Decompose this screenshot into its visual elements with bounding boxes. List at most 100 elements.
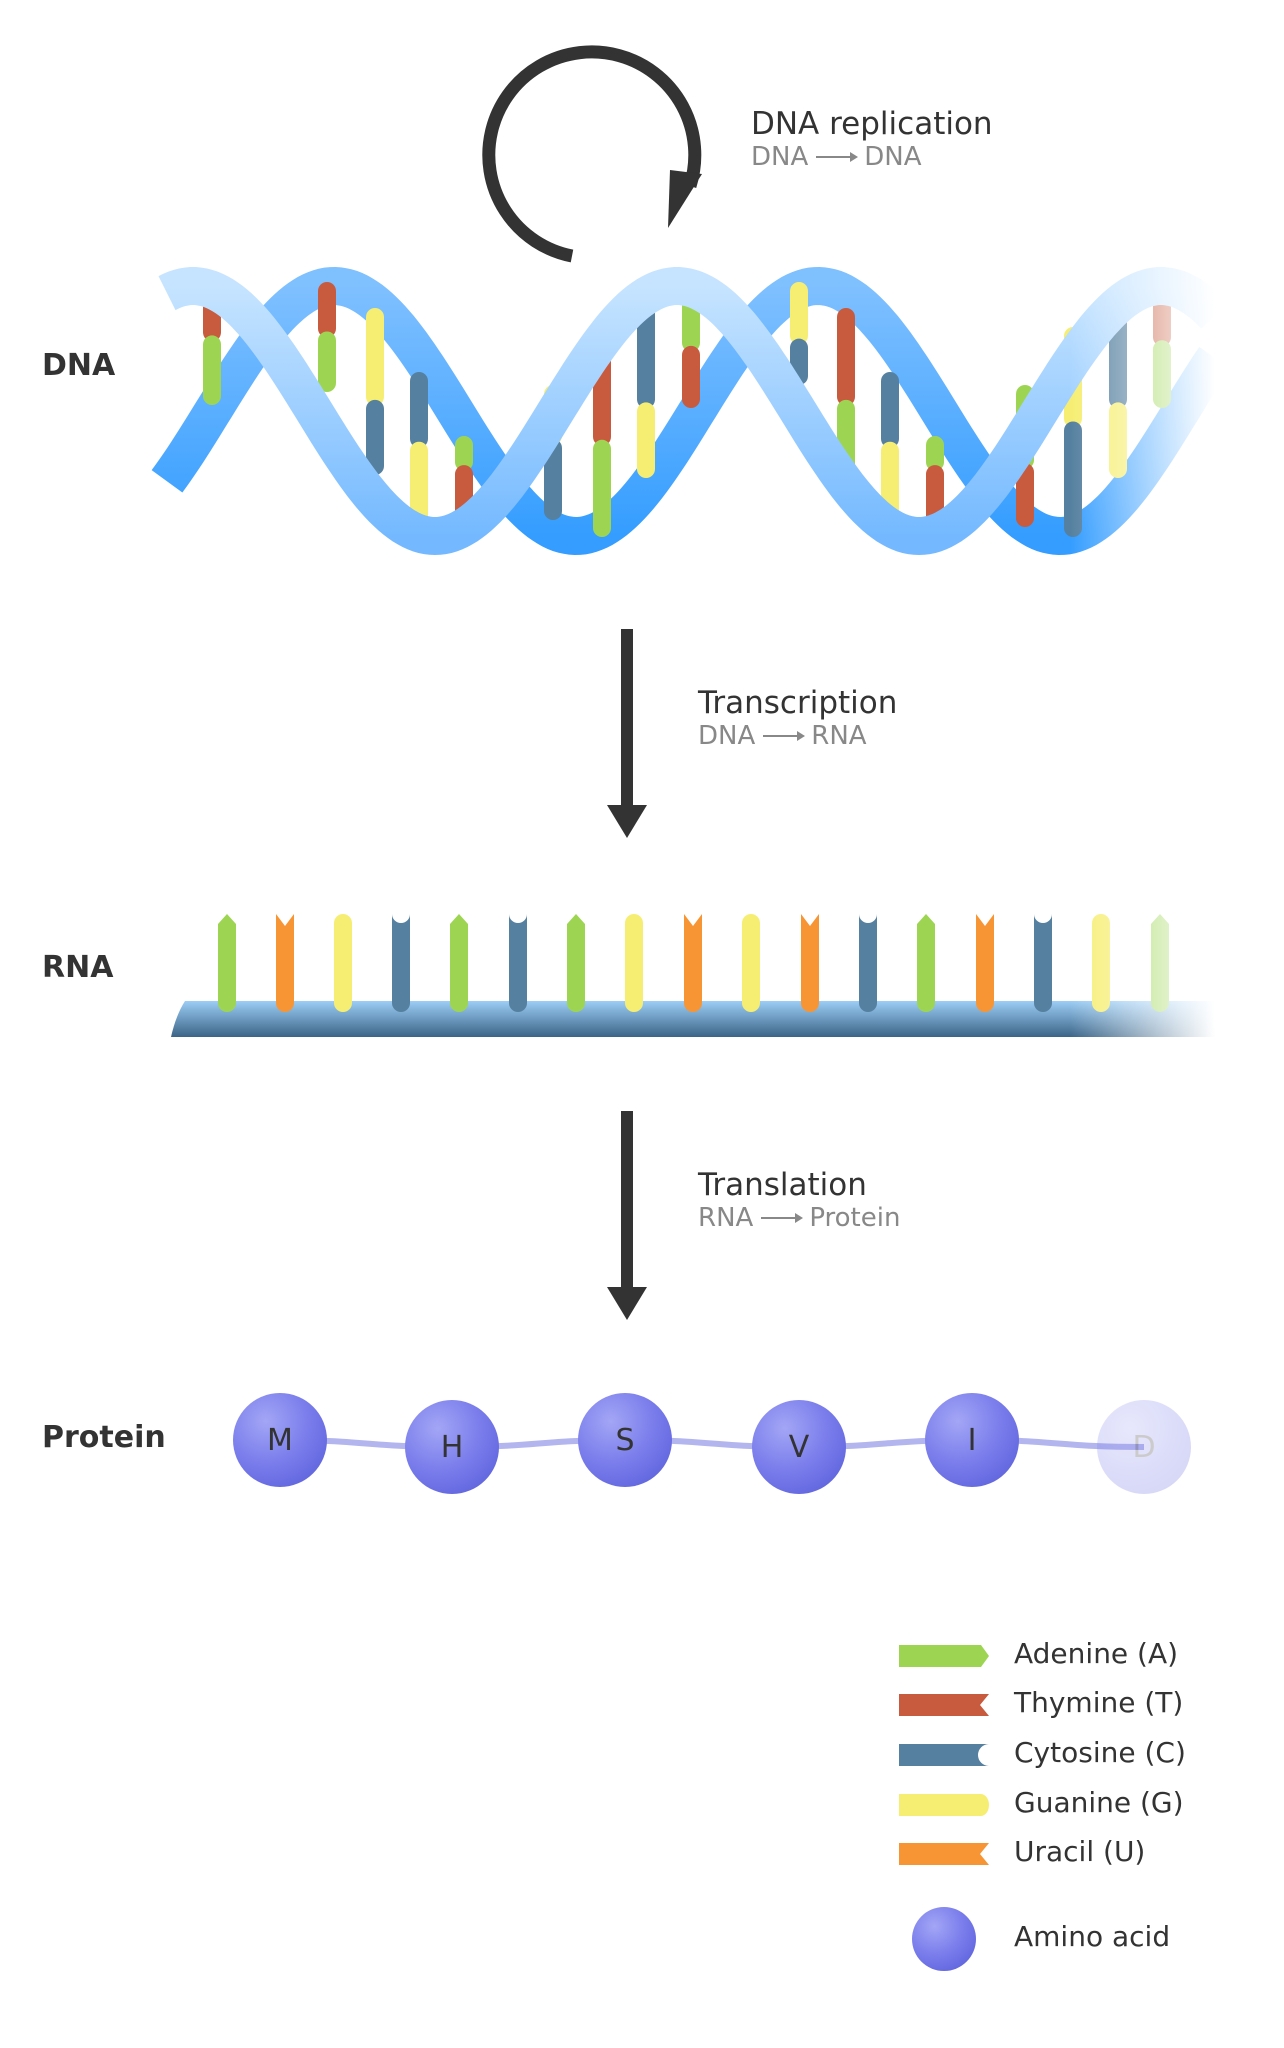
rna-base-uracil [801, 914, 819, 1012]
dna-base-pair [410, 372, 428, 527]
legend-swatches [899, 1645, 989, 1971]
dna-base-guanine [1109, 402, 1127, 478]
transcription-from: DNA [698, 721, 756, 751]
dna-label: DNA [42, 348, 116, 383]
transcription-arrow-icon [607, 629, 647, 838]
translation-arrow-icon [607, 1111, 647, 1320]
amino-acid-M: M [233, 1393, 327, 1487]
translation-caption: Translation RNA Protein [698, 1167, 900, 1233]
rna-base-adenine [450, 914, 468, 1012]
replication-cycle-arrow-icon [482, 45, 702, 263]
amino-acid-sphere [405, 1400, 499, 1494]
dna-base-thymine [318, 282, 336, 338]
rna-base-adenine [567, 914, 585, 1012]
dna-base-pair [318, 282, 336, 392]
dna-base-adenine [455, 436, 473, 472]
translation-from: RNA [698, 1203, 754, 1233]
dna-base-thymine [1016, 463, 1034, 527]
replication-title: DNA replication [751, 106, 993, 142]
dna-backbone-strand-back [151, 266, 1231, 556]
rna-base-guanine [742, 914, 760, 1012]
rna-base-uracil [976, 914, 994, 1012]
rna-base-adenine [1151, 914, 1169, 1012]
dna-base-cytosine [1064, 421, 1082, 537]
amino-acid-H: H [405, 1400, 499, 1494]
dna-base-thymine [1153, 295, 1171, 347]
amino-acid-letter: D [1132, 1430, 1155, 1465]
dna-base-pair [366, 308, 384, 475]
transcription-caption: Transcription DNA RNA [698, 685, 897, 751]
rna-base-cytosine [1034, 914, 1052, 1012]
arrow-right-icon [763, 731, 806, 741]
replication-to: DNA [864, 142, 922, 172]
amino-acid-sphere [752, 1400, 846, 1494]
rna-base-cytosine [392, 914, 410, 1012]
legend-swatch-amino-acid [912, 1907, 976, 1971]
replication-from: DNA [751, 142, 809, 172]
dna-base-adenine [1153, 340, 1171, 408]
dna-base-adenine [926, 436, 944, 472]
amino-acid-sphere [925, 1393, 1019, 1487]
replication-caption: DNA replication DNA DNA [751, 106, 993, 172]
rna-base-uracil [276, 914, 294, 1012]
translation-title: Translation [698, 1167, 867, 1203]
dna-base-thymine [682, 345, 700, 408]
amino-acid-letter: M [267, 1423, 293, 1458]
legend-label-amino-acid: Amino acid [1014, 1920, 1171, 1953]
dna-base-adenine [203, 335, 221, 405]
amino-acid-letter: I [968, 1423, 977, 1458]
amino-acid-letter: S [615, 1423, 634, 1458]
transcription-to: RNA [811, 721, 867, 751]
rna-base-adenine [218, 914, 236, 1012]
rna-backbone [171, 1001, 1215, 1037]
rna-base-cytosine [859, 914, 877, 1012]
legend-label-cytosine: Cytosine (C) [1014, 1736, 1186, 1769]
dna-base-pair [1153, 295, 1171, 408]
arrow-right-icon [761, 1213, 804, 1223]
protein-label: Protein [42, 1420, 166, 1455]
dna-base-guanine [410, 441, 428, 527]
rna-base-guanine [625, 914, 643, 1012]
amino-acid-sphere [233, 1393, 327, 1487]
arrow-right-icon [816, 152, 859, 162]
amino-acid-sphere [1097, 1400, 1191, 1494]
dna-base-guanine [790, 282, 808, 345]
rna-label: RNA [42, 950, 114, 985]
legend-label-adenine: Adenine (A) [1014, 1637, 1179, 1670]
dna-base-thymine [837, 308, 855, 406]
dna-double-helix [151, 266, 1231, 556]
dna-base-adenine [318, 331, 336, 392]
amino-acid-D: D [1097, 1400, 1191, 1494]
amino-acid-sphere [578, 1393, 672, 1487]
amino-acid-I: I [925, 1393, 1019, 1487]
amino-acid-letter: H [441, 1430, 464, 1465]
rna-base-uracil [684, 914, 702, 1012]
dna-base-cytosine [544, 439, 562, 520]
dna-backbone-strand-front [158, 267, 1229, 556]
rna-base-guanine [334, 914, 352, 1012]
dna-base-cytosine [881, 372, 899, 448]
rna-base-cytosine [509, 914, 527, 1012]
translation-to: Protein [809, 1203, 901, 1233]
dna-base-cytosine [366, 399, 384, 475]
dna-base-cytosine [410, 372, 428, 448]
legend-swatch-uracil [899, 1843, 989, 1865]
amino-acid-V: V [752, 1400, 846, 1494]
legend-swatch-adenine [899, 1645, 989, 1667]
dna-base-pair [790, 282, 808, 385]
legend-label-uracil: Uracil (U) [1014, 1835, 1146, 1868]
transcription-title: Transcription [698, 685, 898, 721]
dna-base-pair [682, 295, 700, 408]
legend-label-guanine: Guanine (G) [1014, 1786, 1184, 1819]
rna-base-adenine [917, 914, 935, 1012]
dna-base-adenine [593, 439, 611, 537]
legend-swatch-guanine [899, 1794, 989, 1816]
dna-base-guanine [637, 402, 655, 478]
dna-base-guanine [366, 308, 384, 406]
amino-acid-S: S [578, 1393, 672, 1487]
rna-strand [171, 914, 1215, 1037]
legend-swatch-thymine [899, 1694, 989, 1716]
legend-swatch-cytosine [899, 1744, 989, 1766]
